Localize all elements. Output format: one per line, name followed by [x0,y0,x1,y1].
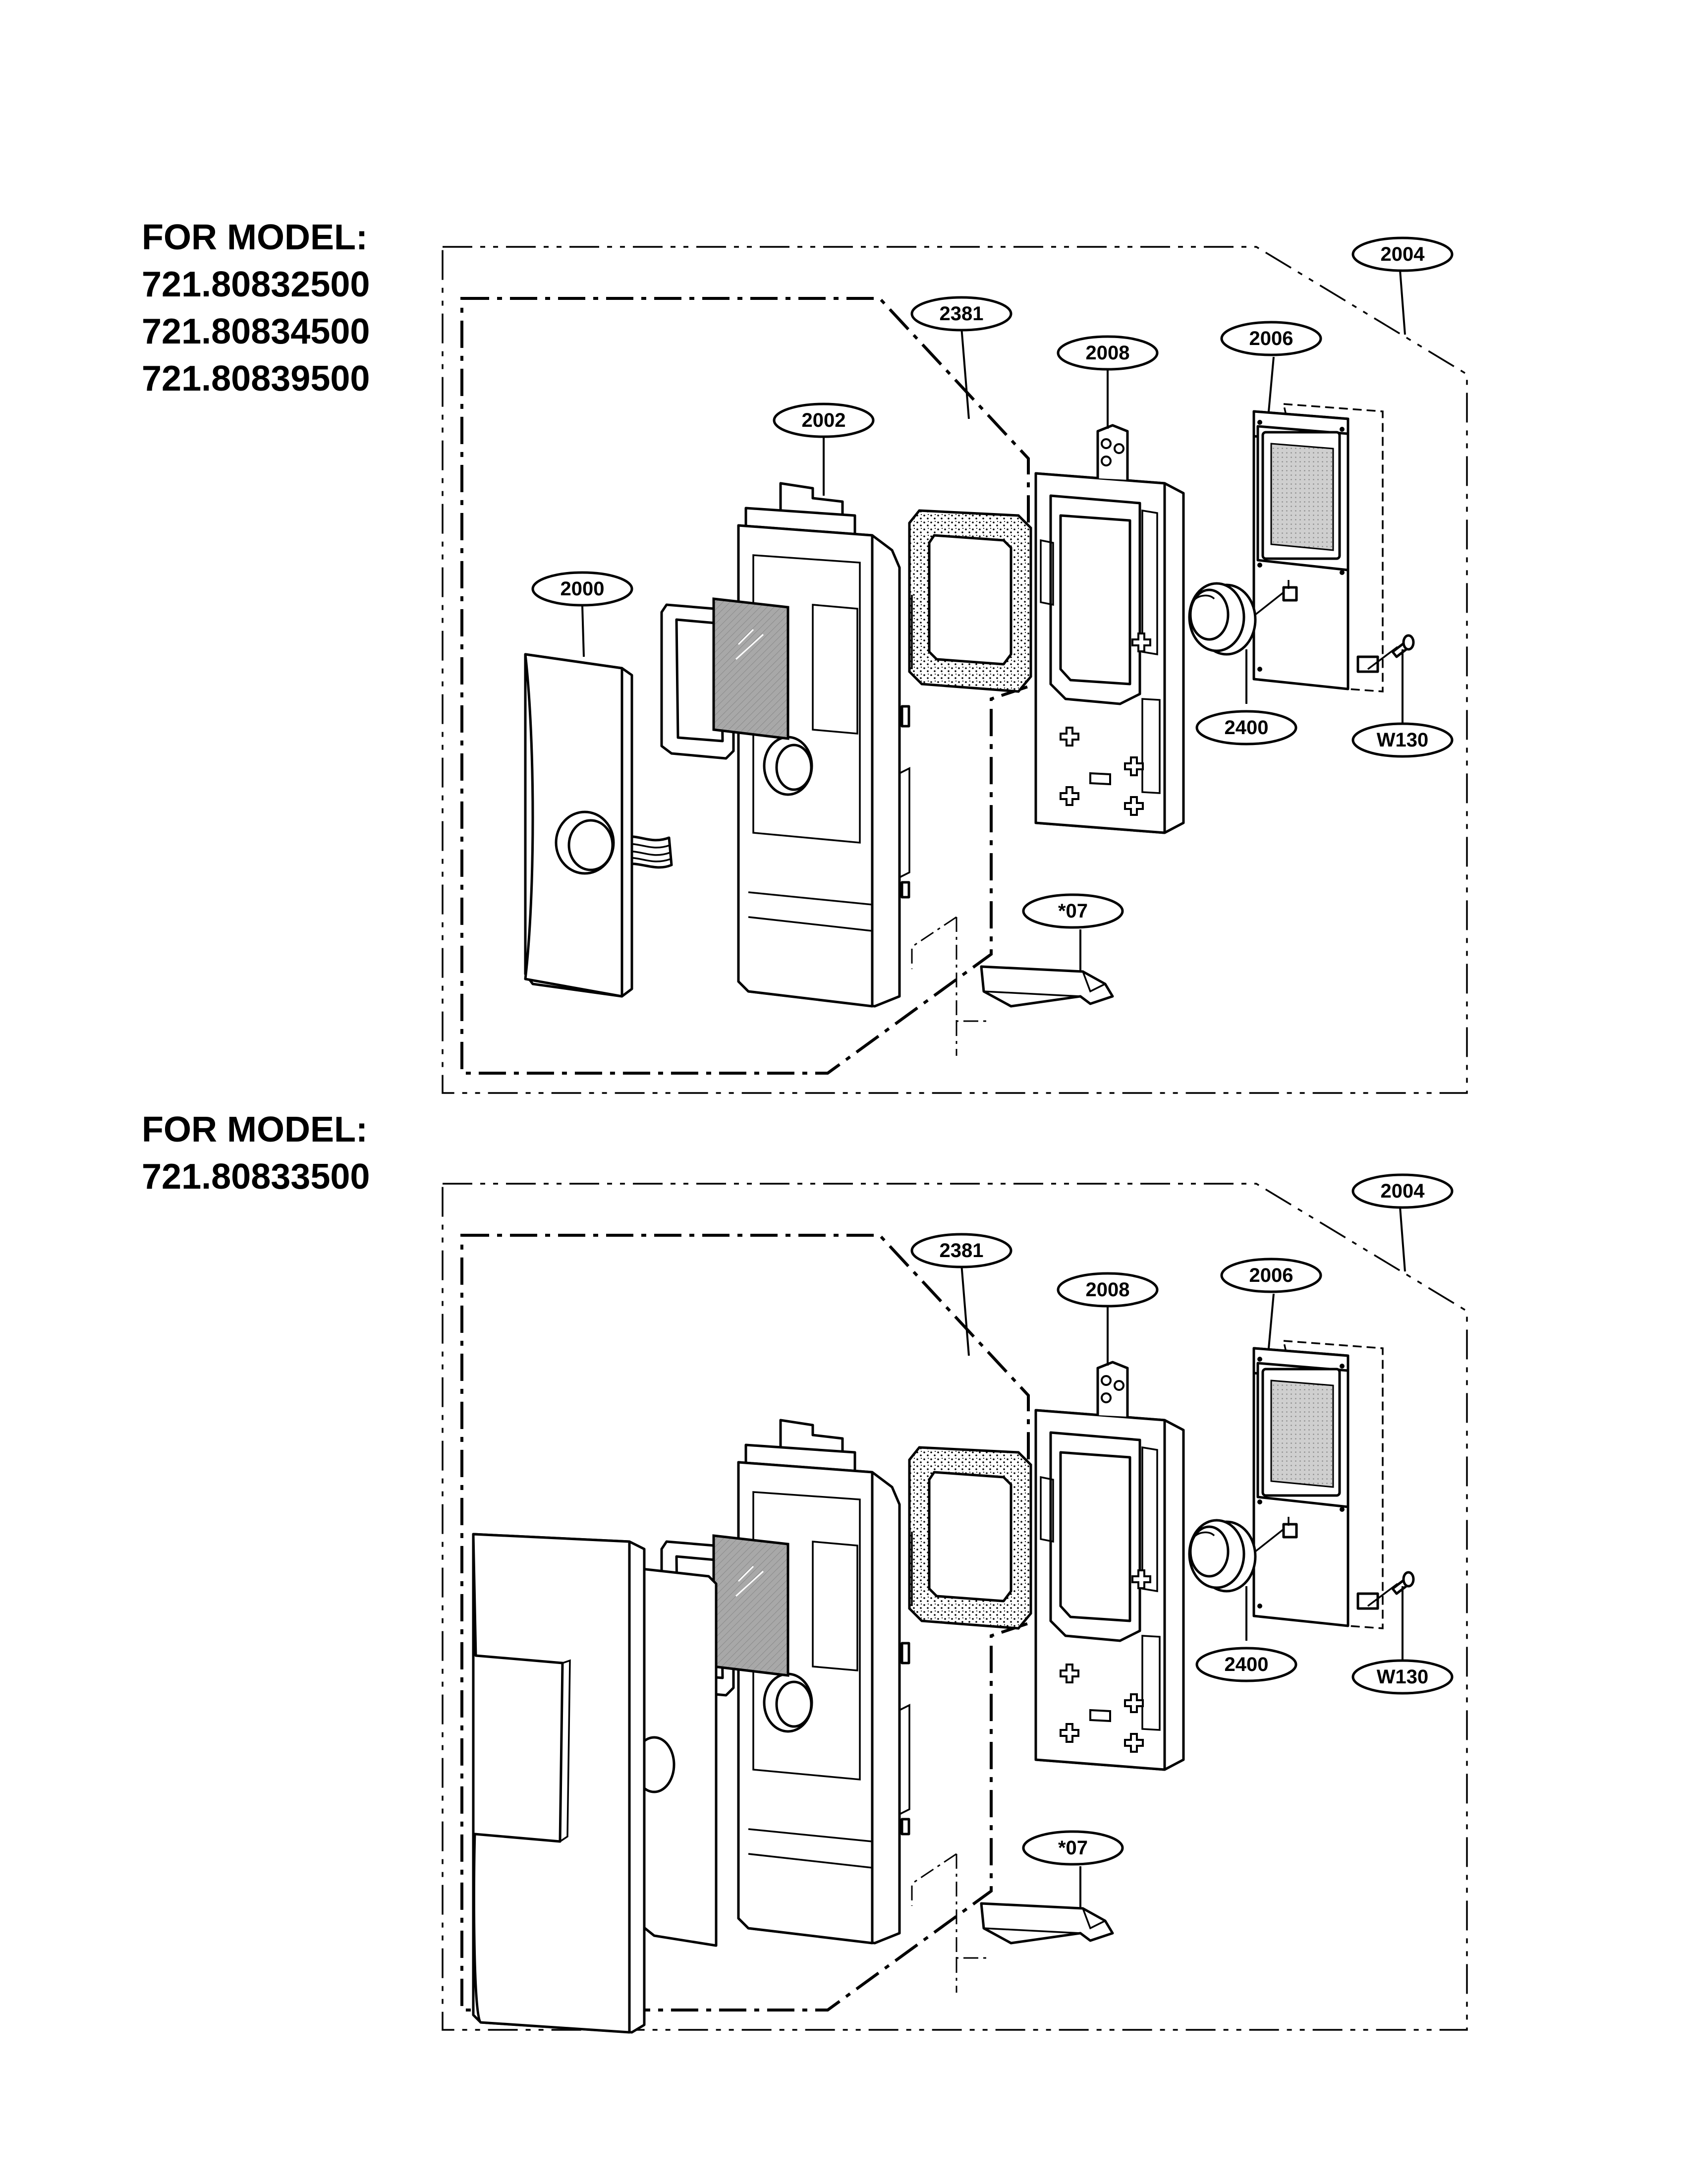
callout-2006: 2006 [1220,1258,1322,1293]
callout-2004: 2004 [1351,1173,1454,1209]
svg-text:2000: 2000 [561,578,605,600]
model-heading-2: FOR MODEL: 721.80833500 [142,1106,370,1201]
front-panel-2000 [524,653,633,998]
heading-line: 721.80833500 [142,1157,370,1197]
heading-line: FOR MODEL: [142,1110,368,1149]
heading-line: FOR MODEL: [142,218,368,257]
section-2-diagram: 2004 2381 2008 2006 2400 W130 *07 [442,1173,1468,2034]
callout-2008: 2008 [1057,335,1159,371]
svg-text:2004: 2004 [1381,1180,1425,1202]
callout-w130: W130 [1351,722,1454,758]
outer-boundary [442,246,1468,1094]
svg-text:W130: W130 [1377,729,1429,751]
svg-text:2002: 2002 [802,409,846,431]
callout-2008: 2008 [1057,1272,1159,1308]
svg-text:*07: *07 [1058,900,1088,922]
svg-text:2381: 2381 [940,1240,984,1262]
callout-2000: 2000 [531,571,633,607]
model-heading-1: FOR MODEL: 721.80832500 721.80834500 721… [142,214,370,402]
section-1-diagram: 2004 2381 2008 2006 2002 2000 2400 W130 … [442,236,1468,1094]
callout-2381: 2381 [910,296,1012,332]
heading-line: 721.80832500 [142,265,370,304]
callout-2381: 2381 [910,1233,1012,1268]
callout-w130: W130 [1351,1659,1454,1695]
door-handle-trim [472,1533,646,2034]
callout-07: *07 [1022,1830,1124,1866]
outer-boundary [442,1183,1468,2031]
heading-line: 721.80834500 [142,312,370,351]
svg-text:2008: 2008 [1086,1279,1130,1301]
callout-07: *07 [1022,893,1124,929]
callout-2400: 2400 [1195,1647,1297,1682]
callout-2002: 2002 [773,402,875,438]
callout-2400: 2400 [1195,710,1297,746]
svg-text:*07: *07 [1058,1837,1088,1859]
svg-text:2381: 2381 [940,303,984,325]
heading-line: 721.80839500 [142,359,370,399]
svg-text:W130: W130 [1377,1666,1429,1688]
svg-text:2400: 2400 [1225,717,1269,739]
inner-boundary [460,297,1030,1075]
svg-text:2006: 2006 [1249,328,1293,349]
svg-text:2006: 2006 [1249,1264,1293,1286]
svg-text:2400: 2400 [1225,1654,1269,1675]
callout-2006: 2006 [1220,321,1322,356]
svg-text:2004: 2004 [1381,243,1425,265]
svg-text:2008: 2008 [1086,342,1130,364]
callout-2004: 2004 [1351,236,1454,272]
inner-panel [633,1567,718,1947]
